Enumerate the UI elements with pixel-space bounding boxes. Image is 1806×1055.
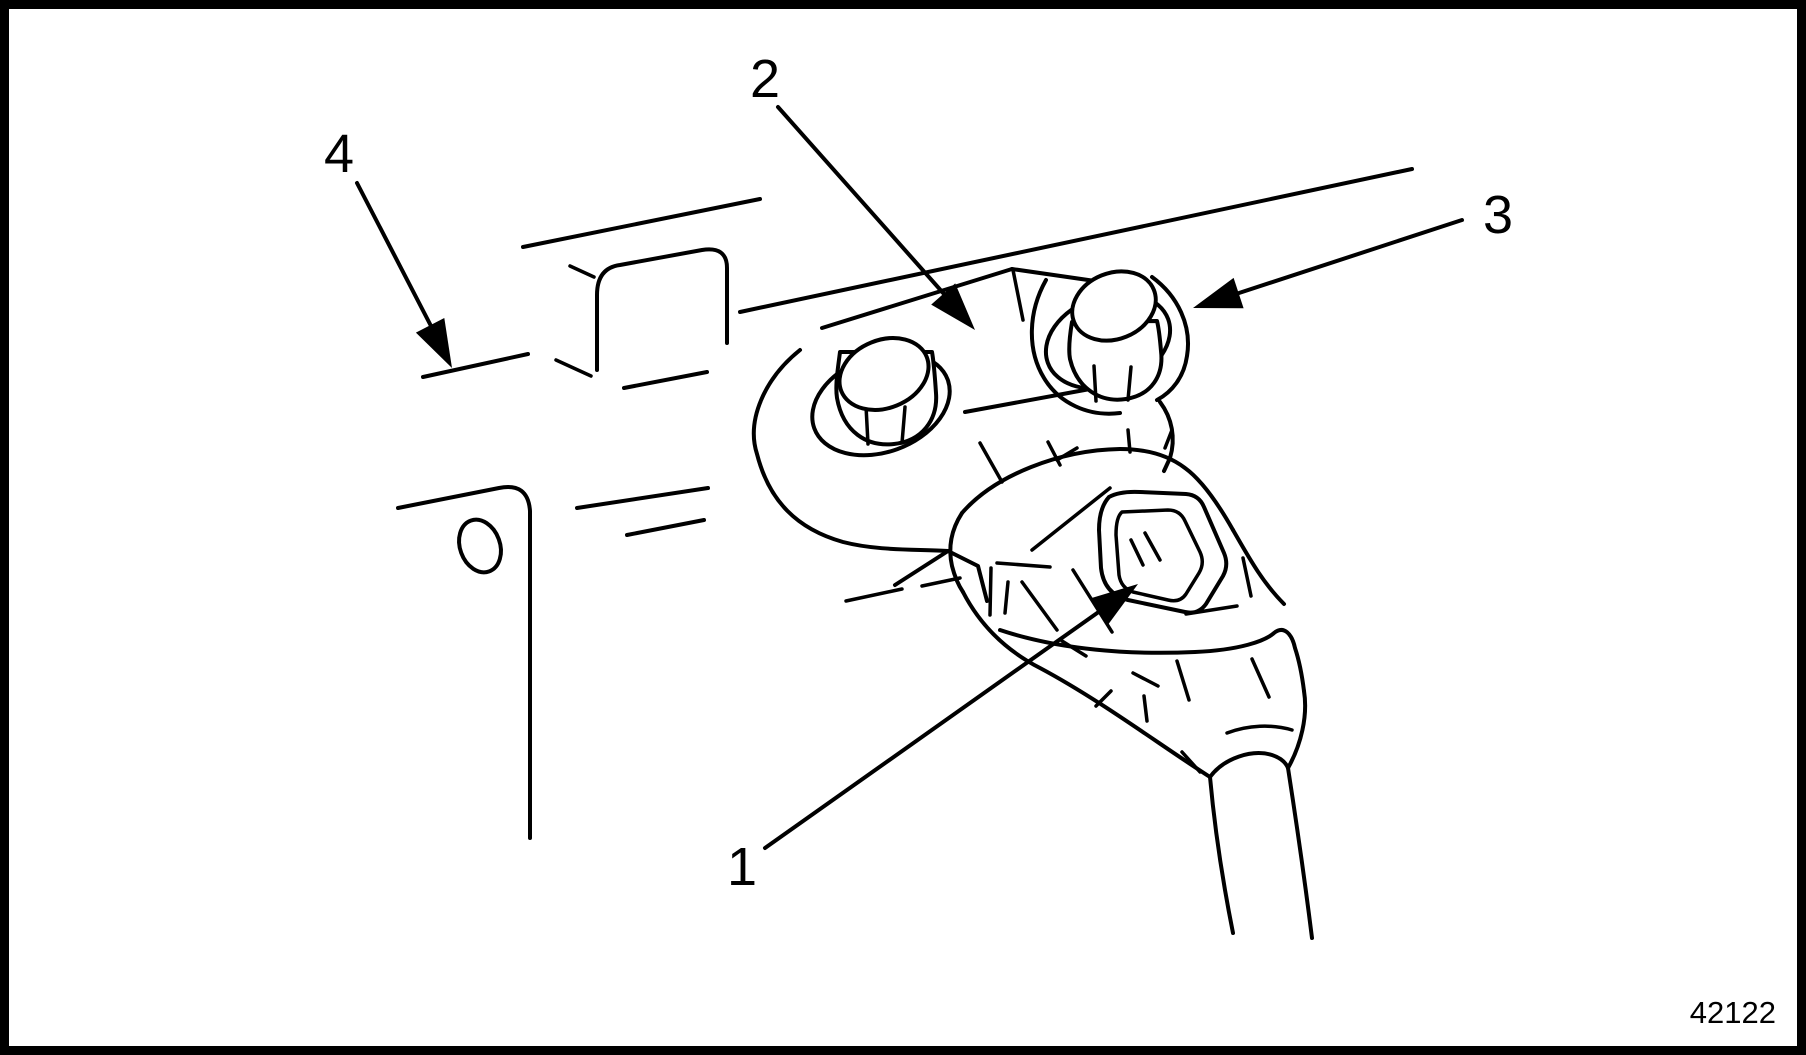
connector-rib-1 <box>978 441 1004 484</box>
sensor-hidden-edge-2 <box>920 576 962 588</box>
connector-face-line-right <box>1184 604 1239 616</box>
boot-wrinkle-5 <box>1060 639 1088 658</box>
mounting-bracket <box>396 167 1414 840</box>
callout-2-label: 2 <box>750 49 780 109</box>
boot-cable-exit <box>1208 751 1290 779</box>
connector-boot <box>961 590 1308 779</box>
sensor-top-edge-left <box>820 267 1014 330</box>
bolt-left-facet-2 <box>900 405 907 445</box>
connector-body <box>948 428 1286 634</box>
bracket-lower-edge-1 <box>575 486 710 510</box>
callout-4-leader <box>355 181 433 328</box>
sensor-boss-right-outline-right <box>1150 275 1190 402</box>
callout-2-leader <box>776 105 946 296</box>
figure-number: 42122 <box>1690 995 1776 1030</box>
bracket-edge-tick-lower <box>554 358 593 378</box>
cable-left-line <box>1208 775 1235 935</box>
cable-right-line <box>1286 766 1314 940</box>
connector-left-edge <box>948 511 965 594</box>
connector-slot-2 <box>1129 538 1145 567</box>
bolt-left-head-top <box>837 336 931 412</box>
connector-rib-3 <box>1055 446 1079 462</box>
sensor-hidden-edge-1 <box>844 587 904 603</box>
boot-left-outline <box>961 590 1212 779</box>
connector-latch-left <box>988 566 993 617</box>
sensor-boss-left-outline <box>751 348 950 553</box>
callout-1-arrowhead-icon <box>1089 584 1138 625</box>
callout-1-label: 1 <box>727 837 757 897</box>
connector-face-top-edge <box>1030 486 1112 552</box>
callout-4: 4 <box>324 124 452 368</box>
callout-1: 1 <box>727 584 1138 897</box>
bolt-left-facet-1 <box>864 404 870 446</box>
connector-latch-top <box>995 561 1052 569</box>
boot-wrinkle-7 <box>1094 689 1113 708</box>
hex-bolt-right <box>1043 269 1173 403</box>
callout-3: 3 <box>1193 185 1513 309</box>
callout-2: 2 <box>750 49 975 330</box>
sensor-boss-right-outline-left <box>1029 278 1122 416</box>
connector-latch-mid <box>1003 580 1010 615</box>
connector-slot-1 <box>1143 531 1162 562</box>
bolt-right-facet-1 <box>1092 364 1098 403</box>
connector-edge-line-right <box>1241 556 1253 598</box>
hex-bolt-left <box>810 336 952 458</box>
connector-latch-diag-1 <box>1020 580 1059 632</box>
boot-wrinkle-2 <box>1175 659 1191 702</box>
connector-right-edge <box>1231 528 1286 606</box>
bracket-lower-corner-edge <box>396 485 532 840</box>
bracket-edge-tick-upper <box>568 264 596 279</box>
bracket-fold-edge-mid <box>622 370 709 390</box>
sensor-face-divider <box>963 387 1092 414</box>
callout-3-arrowhead-icon <box>1193 277 1244 309</box>
sensor-top-edge-right <box>1010 267 1104 284</box>
boot-wrinkle-3 <box>1250 657 1271 699</box>
sensor-neck-zigzag <box>893 549 989 603</box>
bracket-lower-edge-2 <box>625 518 706 537</box>
connector-top-hump <box>960 447 1235 532</box>
sensor-top-notch <box>1011 268 1025 322</box>
boot-right-outline <box>1286 689 1308 770</box>
sensor-body <box>751 267 1190 603</box>
callout-4-arrowhead-icon <box>415 318 452 368</box>
boot-wrinkle-4 <box>1142 694 1149 723</box>
bracket-top-edge-left <box>521 197 762 249</box>
callout-3-leader <box>1237 218 1464 295</box>
bolt-right-head-top <box>1070 269 1158 343</box>
bolt-right-facet-2 <box>1126 365 1133 402</box>
connector-socket-inner <box>1114 508 1204 603</box>
callout-4-label: 4 <box>324 124 354 184</box>
bracket-top-edge-right <box>738 167 1414 314</box>
bracket-hole <box>457 517 503 575</box>
callout-2-arrowhead-icon <box>931 283 975 330</box>
connector-rib-4 <box>1126 428 1132 454</box>
boot-wrinkle-1 <box>1131 671 1160 688</box>
sensor-cable <box>1208 766 1314 940</box>
boot-wrinkle-8 <box>1225 724 1294 735</box>
callout-1-leader <box>763 609 1102 850</box>
bracket-tab <box>595 247 729 372</box>
connector-socket-outer <box>1097 489 1229 615</box>
callout-3-label: 3 <box>1483 185 1513 245</box>
boot-wrinkle-6 <box>1180 750 1202 774</box>
bracket-fold-edge-left <box>421 352 530 379</box>
boot-top-seam <box>998 628 1306 693</box>
connector-rib-5 <box>1163 428 1174 450</box>
bolt-right-hex-skirt <box>1067 319 1164 402</box>
